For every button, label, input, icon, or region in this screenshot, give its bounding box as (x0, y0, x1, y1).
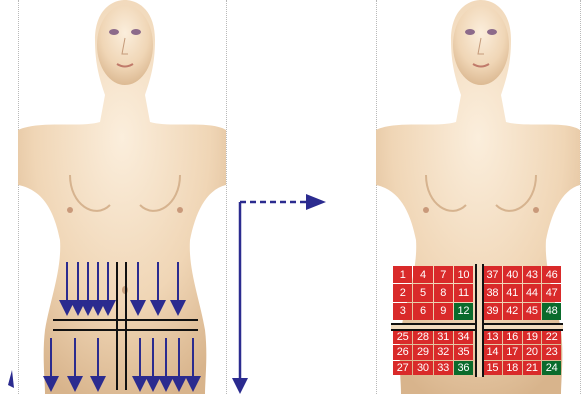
zone-cell: 26 (393, 345, 412, 359)
right-eye-icon (487, 29, 497, 35)
zone-cell: 39 (483, 303, 502, 320)
zone-cell: 36 (454, 361, 473, 375)
zone-cell: 23 (542, 345, 561, 359)
zone-cell: 45 (523, 303, 542, 320)
zone-cell: 22 (542, 330, 561, 344)
left-eye-icon (109, 29, 119, 35)
zone-cell: 7 (434, 266, 453, 283)
zone-cell: 33 (434, 361, 453, 375)
zone-cell: 20 (523, 345, 542, 359)
zone-cell: 24 (542, 361, 561, 375)
right-eye-icon (131, 29, 141, 35)
zone-cell: 27 (393, 361, 412, 375)
zone-cell: 48 (542, 303, 561, 320)
zone-cell: 21 (523, 361, 542, 375)
left-eye-icon (465, 29, 475, 35)
zone-cell: 46 (542, 266, 561, 283)
zone-cell: 1 (393, 266, 412, 283)
zone-cell: 28 (413, 330, 432, 344)
zone-cell: 47 (542, 284, 561, 301)
zone-cell: 15 (483, 361, 502, 375)
zone-cell: 44 (523, 284, 542, 301)
zone-cell: 34 (454, 330, 473, 344)
zone-cell: 38 (483, 284, 502, 301)
zone-cell: 10 (454, 266, 473, 283)
zone-cell: 43 (523, 266, 542, 283)
transition-arrows (232, 194, 326, 394)
zone-cell: 8 (434, 284, 453, 301)
zone-cell: 25 (393, 330, 412, 344)
edge-arrow-fragment (8, 370, 14, 388)
zone-cell: 12 (454, 303, 473, 320)
zone-cell: 16 (503, 330, 522, 344)
zone-cell: 13 (483, 330, 502, 344)
zone-cell: 32 (434, 345, 453, 359)
zone-cell: 6 (413, 303, 432, 320)
zone-cell: 11 (454, 284, 473, 301)
zone-cell: 29 (413, 345, 432, 359)
left-torso-figure (18, 0, 226, 394)
zone-grid-vertical-line (475, 264, 484, 377)
zone-cell: 37 (483, 266, 502, 283)
zone-cell: 2 (393, 284, 412, 301)
zone-cell: 40 (503, 266, 522, 283)
down-arrow-icon (232, 378, 248, 394)
zone-cell: 9 (434, 303, 453, 320)
zone-cell: 5 (413, 284, 432, 301)
zone-cell: 30 (413, 361, 432, 375)
right-arrow-icon (306, 194, 326, 210)
zone-cell: 4 (413, 266, 432, 283)
zone-cell: 17 (503, 345, 522, 359)
zone-cell: 31 (434, 330, 453, 344)
zone-cell: 14 (483, 345, 502, 359)
zone-cell: 35 (454, 345, 473, 359)
zone-cell: 3 (393, 303, 412, 320)
zone-cell: 19 (523, 330, 542, 344)
zone-cell: 41 (503, 284, 522, 301)
zone-cell: 18 (503, 361, 522, 375)
zone-cell: 42 (503, 303, 522, 320)
